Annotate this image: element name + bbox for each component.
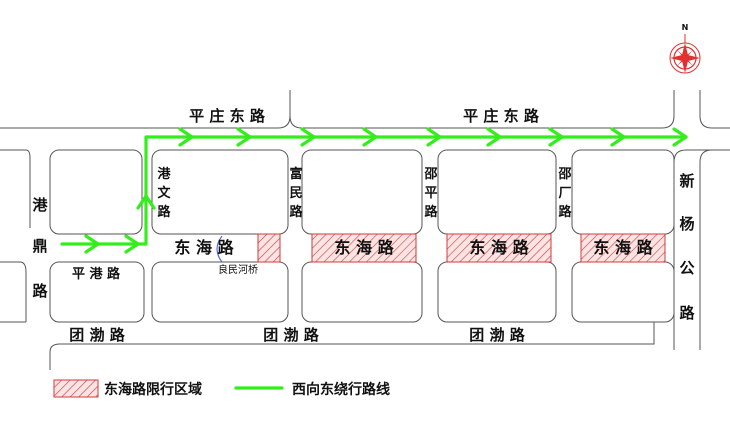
route-arrow: [486, 127, 502, 147]
road-label-char: 路: [558, 204, 572, 220]
block-4-north: [571, 149, 675, 235]
detour-route-line: [60, 135, 688, 246]
restricted-zone-1: [257, 233, 281, 263]
compass-point-e: [685, 55, 700, 61]
legend-zone-label: 东海路限行区域: [104, 381, 202, 398]
road-label-char: 邵: [423, 167, 437, 182]
road-label-fumin: 富 民 路: [289, 166, 303, 220]
road-label-char: 邵: [557, 167, 571, 182]
block-1-south: [151, 261, 289, 323]
road-label-tuanbo-3: 团 渤 路: [469, 326, 525, 344]
city-blocks: [49, 149, 675, 323]
road-label-char: 杨: [679, 215, 694, 233]
road-label-char: 富: [289, 166, 302, 182]
block-2-north: [301, 149, 423, 235]
road-label-char: 路: [157, 204, 171, 220]
road-label-donghai-4: 东 海 路: [593, 238, 653, 257]
bridge-left-arc: [216, 235, 223, 263]
compass-point-n: [682, 43, 688, 58]
restricted-zones: [257, 233, 666, 263]
road-label-char: 新: [679, 172, 694, 190]
road-label-shaochang: 邵 厂 路: [557, 167, 572, 220]
route-arrow: [362, 127, 378, 147]
route-arrow: [178, 127, 194, 147]
road-label-pingzhuang-east-1: 平 庄 东 路: [189, 107, 266, 125]
road-label-char: 文: [157, 185, 171, 201]
road-edge: [49, 321, 655, 370]
road-label-tuanbo-1: 团 渤 路: [69, 326, 125, 344]
road-label-xinyang: 新 杨 公 路: [679, 172, 695, 322]
compass-point-nw: [677, 50, 685, 58]
bridge-label: 良民河桥: [218, 263, 258, 276]
block-west-north: [49, 149, 143, 235]
route-arrow: [672, 127, 688, 147]
road-label-pingzhuang-east-2: 平 庄 东 路: [463, 107, 540, 125]
detour-route: [60, 127, 688, 254]
road-label-donghai-3: 东 海 路: [469, 238, 529, 257]
road-label-char: 路: [32, 282, 48, 300]
road-label-char: 路: [679, 304, 695, 322]
road-edge: [0, 149, 31, 228]
road-label-tuanbo-2: 团 渤 路: [263, 326, 319, 344]
route-arrow: [426, 127, 442, 147]
compass-rose-icon: N: [669, 23, 701, 74]
road-label-donghai-1: 东 海 路: [174, 238, 234, 257]
road-label-char: 厂: [558, 186, 571, 201]
restricted-zone-4: [580, 233, 666, 263]
route-arrow: [84, 234, 100, 254]
road-label-gangwen: 港 文 路: [157, 166, 171, 220]
road-labels: 平 庄 东 路 平 庄 东 路 东 海 路 东 海 路 东 海 路 东 海 路 …: [32, 107, 695, 344]
restricted-zone-3: [446, 233, 552, 263]
road-label-shaoping: 邵 平 路: [423, 167, 438, 220]
road-label-char: 港: [157, 166, 171, 182]
road-label-char: 路: [424, 204, 438, 220]
route-arrow: [124, 234, 140, 254]
legend-route-label: 西向东绕行路线: [292, 381, 390, 398]
compass-north-label: N: [682, 23, 689, 32]
block-2-south: [301, 261, 423, 323]
block-3-south: [437, 261, 557, 323]
road-label-donghai-2: 东 海 路: [334, 238, 394, 257]
route-arrow: [610, 127, 626, 147]
route-arrow: [136, 194, 156, 210]
compass-point-s: [682, 58, 688, 73]
legend-zone-swatch: [53, 379, 99, 398]
road-label-char: 平: [424, 186, 437, 201]
road-label-char: 港: [32, 196, 48, 214]
road-label-gangding: 港 鼎 路: [32, 196, 48, 300]
compass-point-w: [670, 55, 685, 61]
block-3-north: [437, 149, 557, 235]
road-edge: [289, 90, 675, 129]
compass-point-ne: [685, 50, 693, 58]
road-label-char: 民: [289, 186, 302, 201]
route-arrow: [236, 127, 252, 147]
road-label-char: 公: [679, 259, 694, 277]
road-edge: [0, 261, 27, 322]
road-edge: [699, 149, 730, 350]
block-west-south: [49, 261, 145, 323]
road-edge: [699, 90, 730, 129]
restricted-zone-2: [311, 233, 417, 263]
road-label-pinggang: 平 港 路: [72, 266, 121, 282]
block-4-south: [571, 261, 675, 323]
road-label-char: 鼎: [32, 237, 47, 255]
compass-point-se: [685, 58, 693, 66]
route-arrow: [300, 127, 316, 147]
road-label-char: 路: [289, 204, 303, 220]
legend: 东海路限行区域 西向东绕行路线: [53, 379, 390, 398]
compass-point-sw: [677, 58, 685, 66]
route-arrow: [548, 127, 564, 147]
block-1-north: [151, 149, 289, 235]
